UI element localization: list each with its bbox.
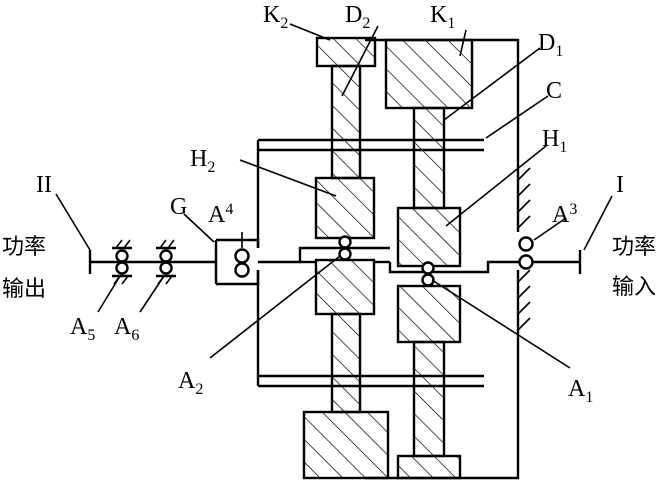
label-g: G — [170, 194, 187, 220]
svg-text:功率: 功率 — [2, 235, 46, 260]
svg-text:A1: A1 — [568, 376, 593, 406]
label-i: I — [616, 172, 624, 198]
label-a2: A2 — [178, 368, 203, 398]
svg-text:I: I — [616, 172, 624, 198]
shaft-d1-upper — [412, 106, 446, 210]
svg-text:G: G — [170, 194, 187, 220]
ring-gear-k2-bottom — [302, 410, 390, 480]
bearing-a3 — [518, 236, 534, 270]
shaft-d2-upper — [330, 64, 362, 180]
ring-gear-k1-top — [384, 38, 474, 110]
bearing-a5 — [112, 239, 132, 285]
svg-text:II: II — [36, 172, 52, 198]
label-a3: A3 — [552, 201, 577, 228]
gear-h1-upper — [396, 206, 462, 268]
svg-text:D1: D1 — [538, 30, 563, 60]
gear-h2-lower — [314, 258, 376, 316]
label-k1: K1 — [430, 2, 455, 32]
label-ii: II — [36, 172, 52, 198]
svg-text:H1: H1 — [542, 126, 567, 156]
label-a4: A4 — [208, 201, 233, 228]
label-h2: H2 — [190, 146, 215, 176]
svg-text:A2: A2 — [178, 368, 203, 398]
bearing-a4 — [234, 248, 250, 278]
svg-text:输入: 输入 — [612, 275, 656, 300]
ring-gear-k2-top — [315, 36, 377, 68]
carrier-c — [256, 138, 484, 388]
power-input-caption: 功率 输入 — [612, 235, 656, 300]
label-c: C — [546, 78, 562, 104]
power-output-caption: 功率 输出 — [2, 235, 46, 302]
bearing-a2 — [338, 235, 352, 261]
label-d2: D2 — [345, 2, 370, 32]
svg-text:K2: K2 — [263, 2, 288, 32]
gear-h1-lower — [396, 284, 462, 344]
label-a1: A1 — [568, 376, 593, 406]
svg-text:A4: A4 — [208, 201, 233, 228]
svg-text:D2: D2 — [345, 2, 370, 32]
label-h1: H1 — [542, 126, 567, 156]
svg-text:A6: A6 — [114, 314, 139, 344]
ring-gear-k1-bottom — [396, 454, 462, 480]
leader-lines — [55, 23, 613, 369]
label-a6: A6 — [114, 314, 139, 344]
svg-text:功率: 功率 — [612, 235, 656, 260]
svg-text:A3: A3 — [552, 201, 577, 228]
label-a5: A5 — [70, 314, 95, 344]
shaft-d2-lower — [330, 312, 362, 414]
label-k2: K2 — [263, 2, 288, 32]
svg-text:输出: 输出 — [2, 277, 46, 302]
gear-h2-upper — [314, 176, 376, 240]
shaft-d1-lower — [412, 340, 446, 458]
svg-text:C: C — [546, 78, 562, 104]
gear-column-d2 — [302, 36, 390, 480]
svg-text:K1: K1 — [430, 2, 455, 32]
label-d1: D1 — [538, 30, 563, 60]
bearing-a1 — [421, 261, 435, 287]
svg-text:A5: A5 — [70, 314, 95, 344]
svg-text:H2: H2 — [190, 146, 215, 176]
gear-column-d1 — [384, 38, 474, 480]
